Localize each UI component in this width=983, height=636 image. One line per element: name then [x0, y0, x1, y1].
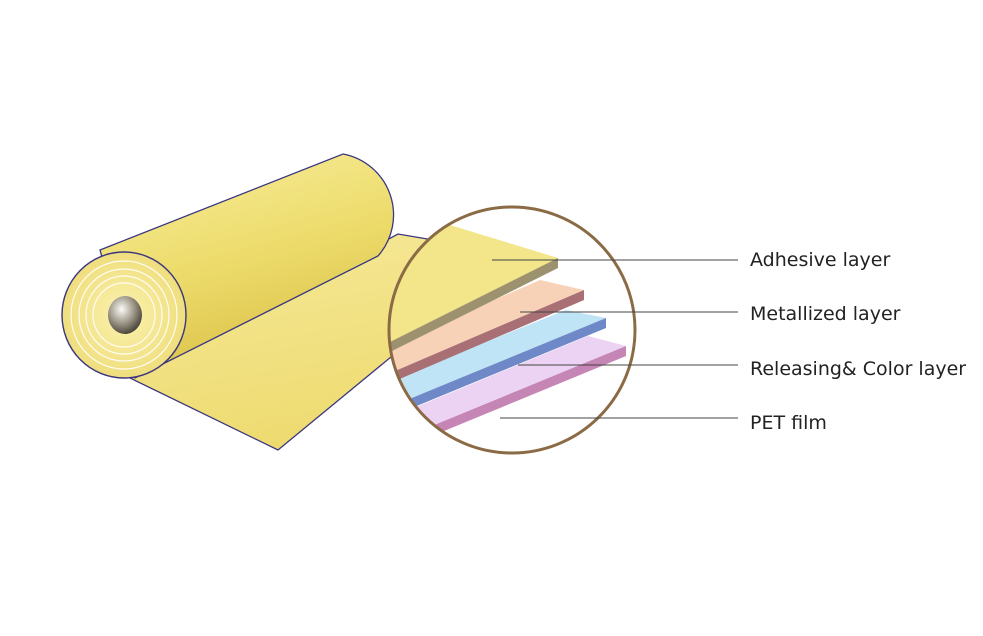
- adhesive-layer-label: Adhesive layer: [750, 249, 890, 271]
- releasing-color-layer-label: Releasing& Color layer: [750, 358, 966, 380]
- adhesive-edge: [389, 258, 558, 402]
- metallized-layer: [389, 280, 584, 416]
- roll-end-face: [61, 251, 187, 379]
- pet-film-layer: [389, 336, 626, 453]
- metallized-layer-label: Metallized layer: [750, 303, 901, 325]
- lens-border: [387, 205, 637, 455]
- adhesive-layer-fill: [389, 207, 558, 392]
- releasing-color-edge: [389, 318, 606, 453]
- metallized-edge: [389, 290, 584, 426]
- roll-core: [108, 296, 142, 334]
- magnifier-lens: [387, 205, 637, 455]
- pet-film-label: PET film: [750, 412, 827, 434]
- releasing-color-layer: [389, 310, 606, 444]
